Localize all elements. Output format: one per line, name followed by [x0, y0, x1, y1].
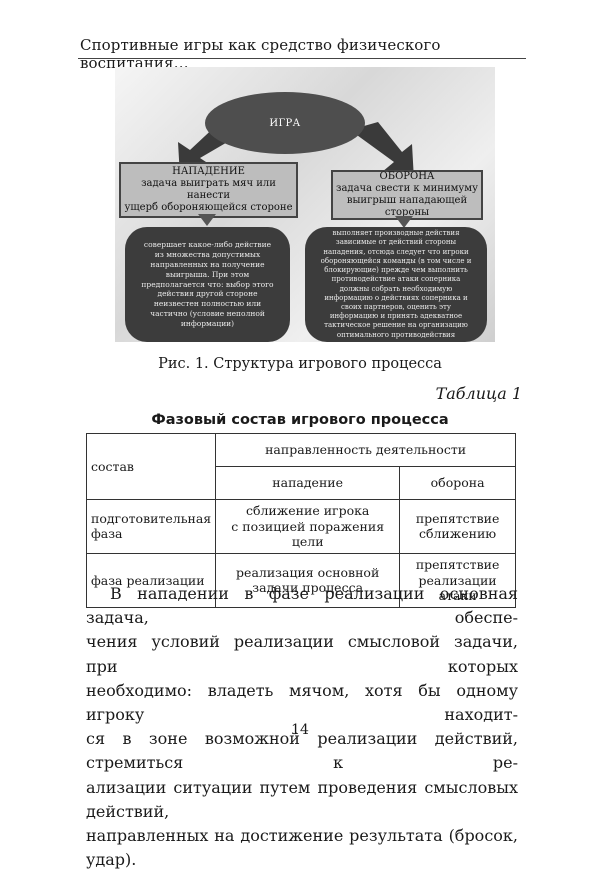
table-cell-phase: подготовительная фаза: [85, 499, 217, 554]
paragraph-line: необходимо: владеть мячом, хотя бы одном…: [86, 680, 518, 725]
attack-down-arrow-icon: [198, 214, 216, 226]
paragraph-line: чения условий реализации смысловой задач…: [86, 632, 518, 676]
attack-title: НАПАДЕНИЕ: [172, 166, 245, 177]
defense-box: ОБОРОНА задача свести к минимуму выигрыш…: [331, 170, 483, 220]
col-header-attack: нападение: [215, 466, 401, 500]
game-structure-diagram: ИГРА НАПАДЕНИЕ задача выиграть мяч или н…: [105, 62, 497, 350]
col-header-composition: состав: [85, 433, 217, 500]
defense-down-arrow-icon: [395, 216, 413, 228]
table-row: подготовительная фаза сближение игрока с…: [85, 499, 516, 554]
attack-task-line1: задача выиграть мяч или нанести: [141, 178, 276, 201]
arrow-to-defense-icon: [350, 122, 414, 180]
table-cell-defense: препятствие сближению: [399, 499, 516, 554]
defense-title: ОБОРОНА: [379, 171, 435, 182]
header-rule: [78, 58, 526, 59]
paragraph-line: направленных на достижение результата (б…: [86, 826, 518, 870]
table-header-row: состав направленность деятельности: [85, 433, 516, 500]
attack-box: НАПАДЕНИЕ задача выиграть мяч или нанест…: [119, 162, 298, 218]
figure-caption: Рис. 1. Структура игрового процесса: [158, 356, 442, 372]
table-cell-phase: фаза реализации: [85, 552, 217, 608]
paragraph-line: ализации ситуации путем проведения смысл…: [86, 777, 518, 821]
table-label: Таблица 1: [435, 384, 522, 403]
table-title: Фазовый состав игрового процесса: [151, 412, 449, 428]
col-header-direction: направленность деятельности: [215, 433, 516, 467]
defense-detail-box: выполняет производные действия зависимые…: [305, 227, 487, 342]
table-subheader-row: нападение оборона: [87, 466, 516, 500]
table-cell-attack: реализация основной задачи процесса: [215, 552, 401, 608]
game-ellipse: ИГРА: [205, 92, 365, 154]
table-row: фаза реализации реализация основной зада…: [85, 552, 516, 608]
attack-detail-box: совершает какое-либо действие из множест…: [125, 227, 290, 342]
paragraph-line: В нападении в фазе реализации основная з…: [86, 584, 518, 628]
table-cell-defense: препятствие реализации атаки: [399, 552, 516, 608]
attack-task-line2: ущерб обороняющейся стороне: [124, 202, 293, 213]
page-number: 14: [291, 722, 309, 738]
col-header-defense: оборона: [399, 466, 516, 500]
defense-task-line1: задача свести к минимуму: [336, 183, 478, 194]
table-cell-attack: сближение игрока с позицией поражения це…: [215, 499, 401, 554]
phase-table: состав направленность деятельности напад…: [85, 433, 516, 608]
defense-task-line2: выигрыш нападающей стороны: [346, 195, 468, 218]
